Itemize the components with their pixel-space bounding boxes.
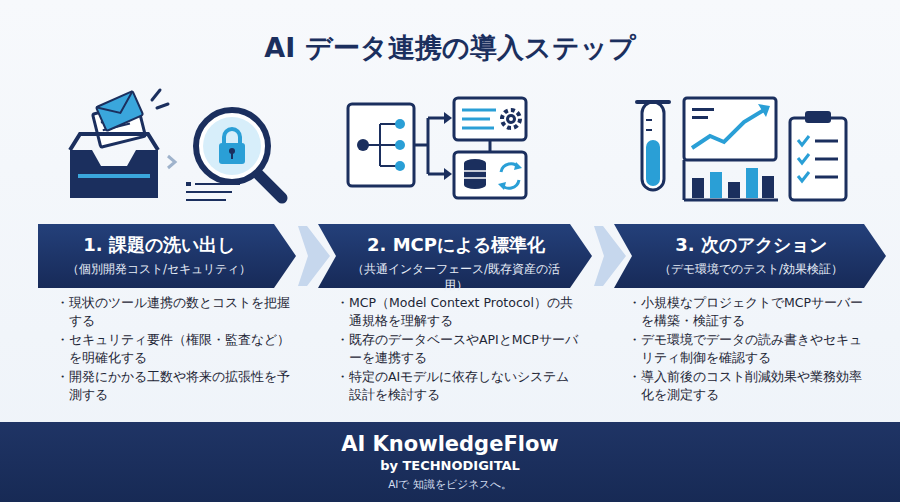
chevron-fill — [38, 224, 296, 288]
flow-icon — [348, 98, 526, 198]
bullet-item: ・MCP（Model Context Protocol）の共通規格を理解する — [336, 294, 582, 330]
inbox-icon — [70, 90, 168, 198]
diagram-title: AI データ連携の導入ステップ — [0, 30, 900, 66]
verification-icon — [637, 98, 846, 200]
bullet-item: ・小規模なプロジェクトでMCPサーバーを構築・検証する — [628, 294, 874, 330]
chevron-fill — [614, 224, 886, 288]
brand-name: AI KnowledgeFlow — [0, 422, 900, 457]
bullet-item: ・既存のデータベースやAPIとMCPサーバーを連携する — [336, 331, 582, 367]
bullet-item: ・導入前後のコスト削減効果や業務効率化を測定する — [628, 368, 874, 404]
bullet-column: ・MCP（Model Context Protocol）の共通規格を理解する・既… — [336, 294, 582, 405]
step-subtitle: （共通インターフェース/既存資産の活用） — [346, 261, 566, 293]
step-connector — [298, 226, 330, 286]
step-subtitle: （個別開発コスト/セキュリティ） — [48, 261, 270, 277]
bullet-item: ・特定のAIモデルに依存しないシステム設計を検討する — [336, 368, 582, 404]
bullet-item: ・デモ環境でデータの読み書きやセキュリティ制御を確認する — [628, 331, 874, 367]
step-connector — [594, 226, 626, 286]
brand-tagline: AIで 知識をビジネスへ。 — [0, 476, 900, 492]
step-heading: 2. MCPによる標準化 — [346, 224, 566, 257]
bullet-item: ・セキュリティ要件（権限・監査など）を明確化する — [56, 331, 302, 367]
step-heading: 1. 課題の洗い出し — [48, 224, 270, 257]
bullet-column: ・小規模なプロジェクトでMCPサーバーを構築・検証する・デモ環境でデータの読み書… — [628, 294, 874, 405]
step-banner: 2. MCPによる標準化（共通インターフェース/既存資産の活用） — [318, 224, 592, 288]
brand-company: by TECHNODIGITAL — [0, 457, 900, 474]
connector-arrow — [298, 226, 330, 286]
step-banner: 3. 次のアクション （デモ環境でのテスト/効果検証） — [614, 224, 886, 288]
connector-arrow — [594, 226, 626, 286]
step-subtitle: （デモ環境でのテスト/効果検証） — [642, 261, 860, 277]
step-banner: 1. 課題の洗い出し （個別開発コスト/セキュリティ） — [38, 224, 296, 288]
chevron-shape — [38, 224, 296, 288]
chevron-shape — [614, 224, 886, 288]
bullet-item: ・現状のツール連携の数とコストを把握する — [56, 294, 302, 330]
bullet-item: ・開発にかかる工数や将来の拡張性を予測する — [56, 368, 302, 404]
magnifier-lock-icon — [186, 110, 282, 200]
bullet-column: ・現状のツール連携の数とコストを把握する・セキュリティ要件（権限・監査など）を明… — [56, 294, 302, 405]
step-heading: 3. 次のアクション — [642, 224, 860, 257]
footer-band: AI KnowledgeFlowby TECHNODIGITAL AIで 知識をビ… — [0, 422, 900, 502]
